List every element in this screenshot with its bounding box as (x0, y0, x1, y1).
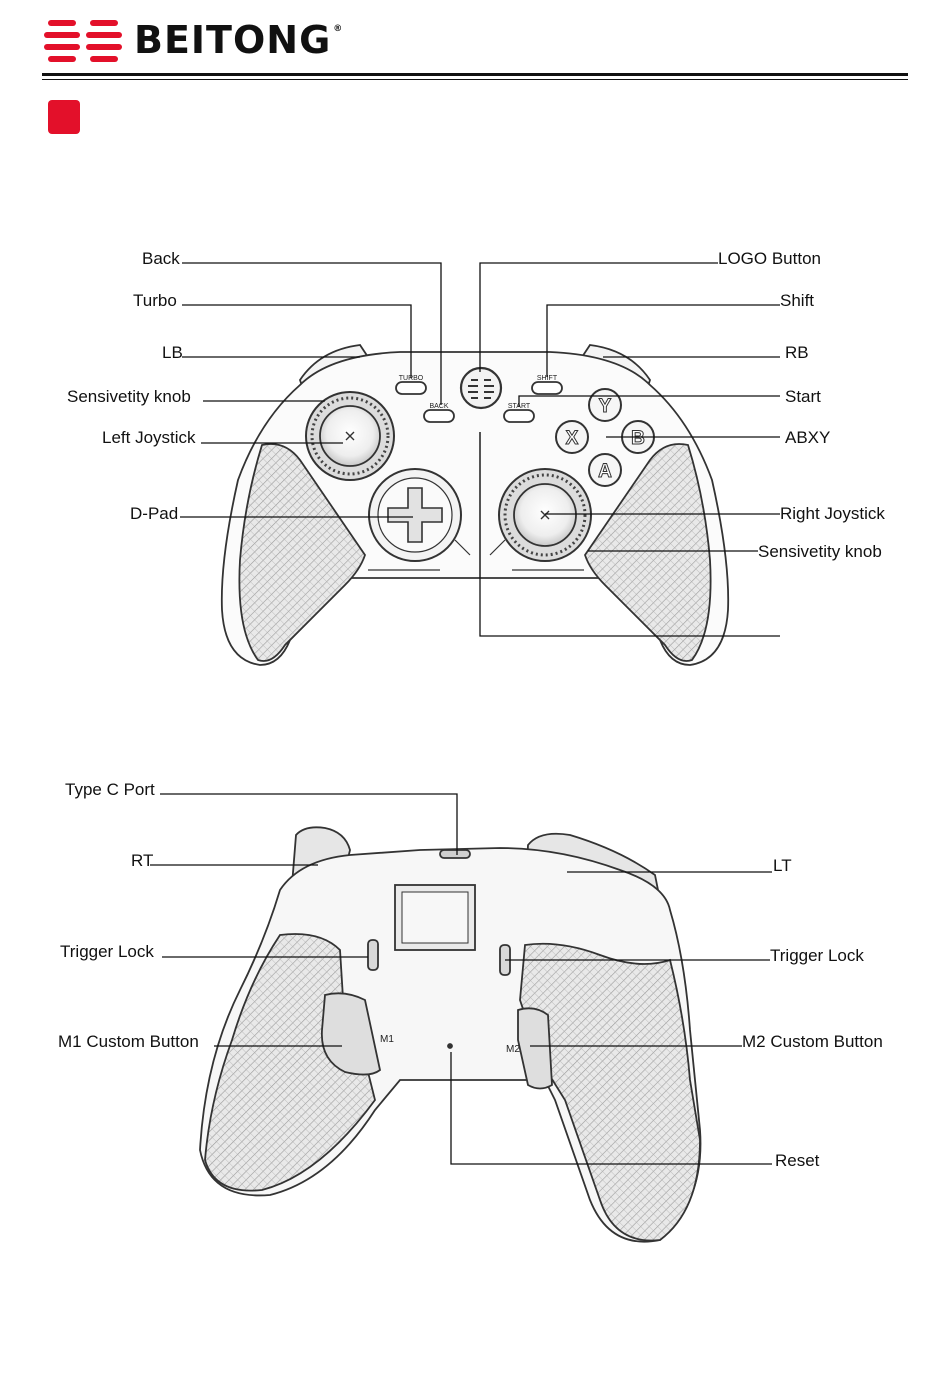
label-type-c-port: Type C Port (65, 780, 155, 800)
label-turbo: Turbo (133, 291, 177, 311)
label-start: Start (785, 387, 821, 407)
label-lt: LT (773, 856, 792, 876)
label-reset: Reset (775, 1151, 819, 1171)
right-back-grip-texture (520, 944, 700, 1241)
label-trigger-lock-left: Trigger Lock (60, 942, 154, 962)
label-back: Back (142, 249, 180, 269)
start-button-shape (504, 410, 534, 422)
shift-button-shape (532, 382, 562, 394)
label-rt: RT (131, 851, 153, 871)
m2-button-text: M2 (506, 1044, 520, 1055)
label-lb: LB (162, 343, 183, 363)
label-trigger-lock-right: Trigger Lock (770, 946, 864, 966)
m1-button-text: M1 (380, 1034, 394, 1045)
label-right-joystick: Right Joystick (780, 504, 885, 524)
label-m2-custom-button: M2 Custom Button (742, 1032, 883, 1052)
label-shift: Shift (780, 291, 814, 311)
label-left-joystick: Left Joystick (102, 428, 196, 448)
y-button-text: Y (599, 396, 612, 417)
b-button-text: B (631, 428, 645, 449)
label-rb: RB (785, 343, 809, 363)
label-logo-button: LOGO Button (718, 249, 821, 269)
back-button-shape (424, 410, 454, 422)
x-button-text: X (566, 428, 579, 449)
type-c-port-shape (440, 850, 470, 858)
a-button-text: A (598, 461, 612, 482)
label-abxy: ABXY (785, 428, 830, 448)
back-button-text: BACK (429, 403, 448, 410)
label-dpad: D-Pad (130, 504, 178, 524)
label-sensitivity-knob-right: Sensivetity knob (758, 542, 882, 562)
left-trigger-lock-shape (368, 940, 378, 970)
label-m1-custom-button: M1 Custom Button (58, 1032, 199, 1052)
reset-hole-shape (448, 1044, 452, 1048)
logo-button-shape (461, 368, 501, 408)
back-controller-drawing (200, 827, 701, 1241)
front-controller-drawing (222, 345, 728, 665)
turbo-button-shape (396, 382, 426, 394)
label-sensitivity-knob-left: Sensivetity knob (67, 387, 191, 407)
